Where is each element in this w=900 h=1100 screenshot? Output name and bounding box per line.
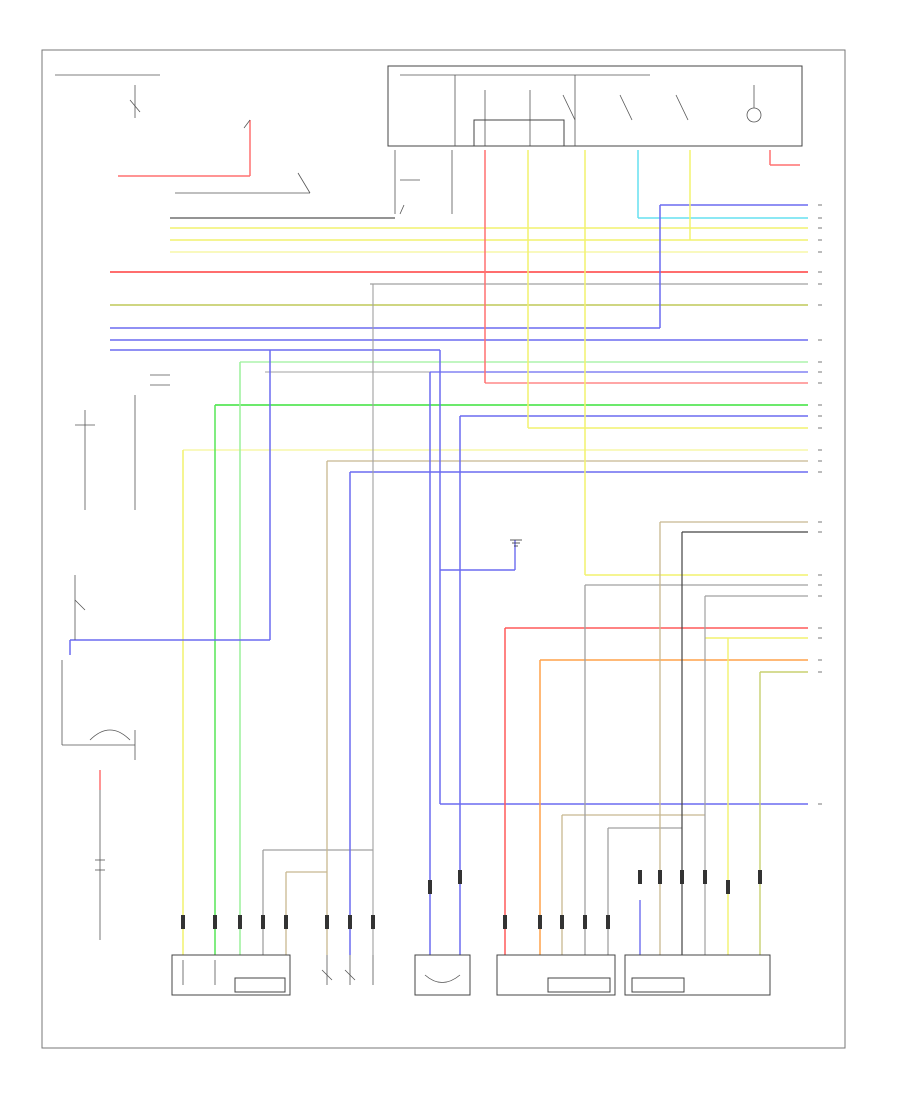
left-upper-components [55, 74, 453, 215]
left-sensor-block [61, 374, 170, 940]
vertical-wires [69, 150, 808, 955]
harness-lines [110, 217, 808, 805]
bottom-connector-3 [414, 954, 471, 996]
pin-markers [181, 870, 762, 929]
bottom-connector-5 [624, 954, 771, 996]
diagram-frame [41, 49, 846, 1049]
ground-symbol-middle [510, 539, 522, 547]
bottom-connector-4 [496, 954, 616, 996]
bottom-connector-1 [171, 954, 291, 996]
bottom-connector-2 [321, 955, 374, 985]
fuse-relay-box [387, 65, 803, 147]
right-terminal-ticks [818, 204, 822, 805]
